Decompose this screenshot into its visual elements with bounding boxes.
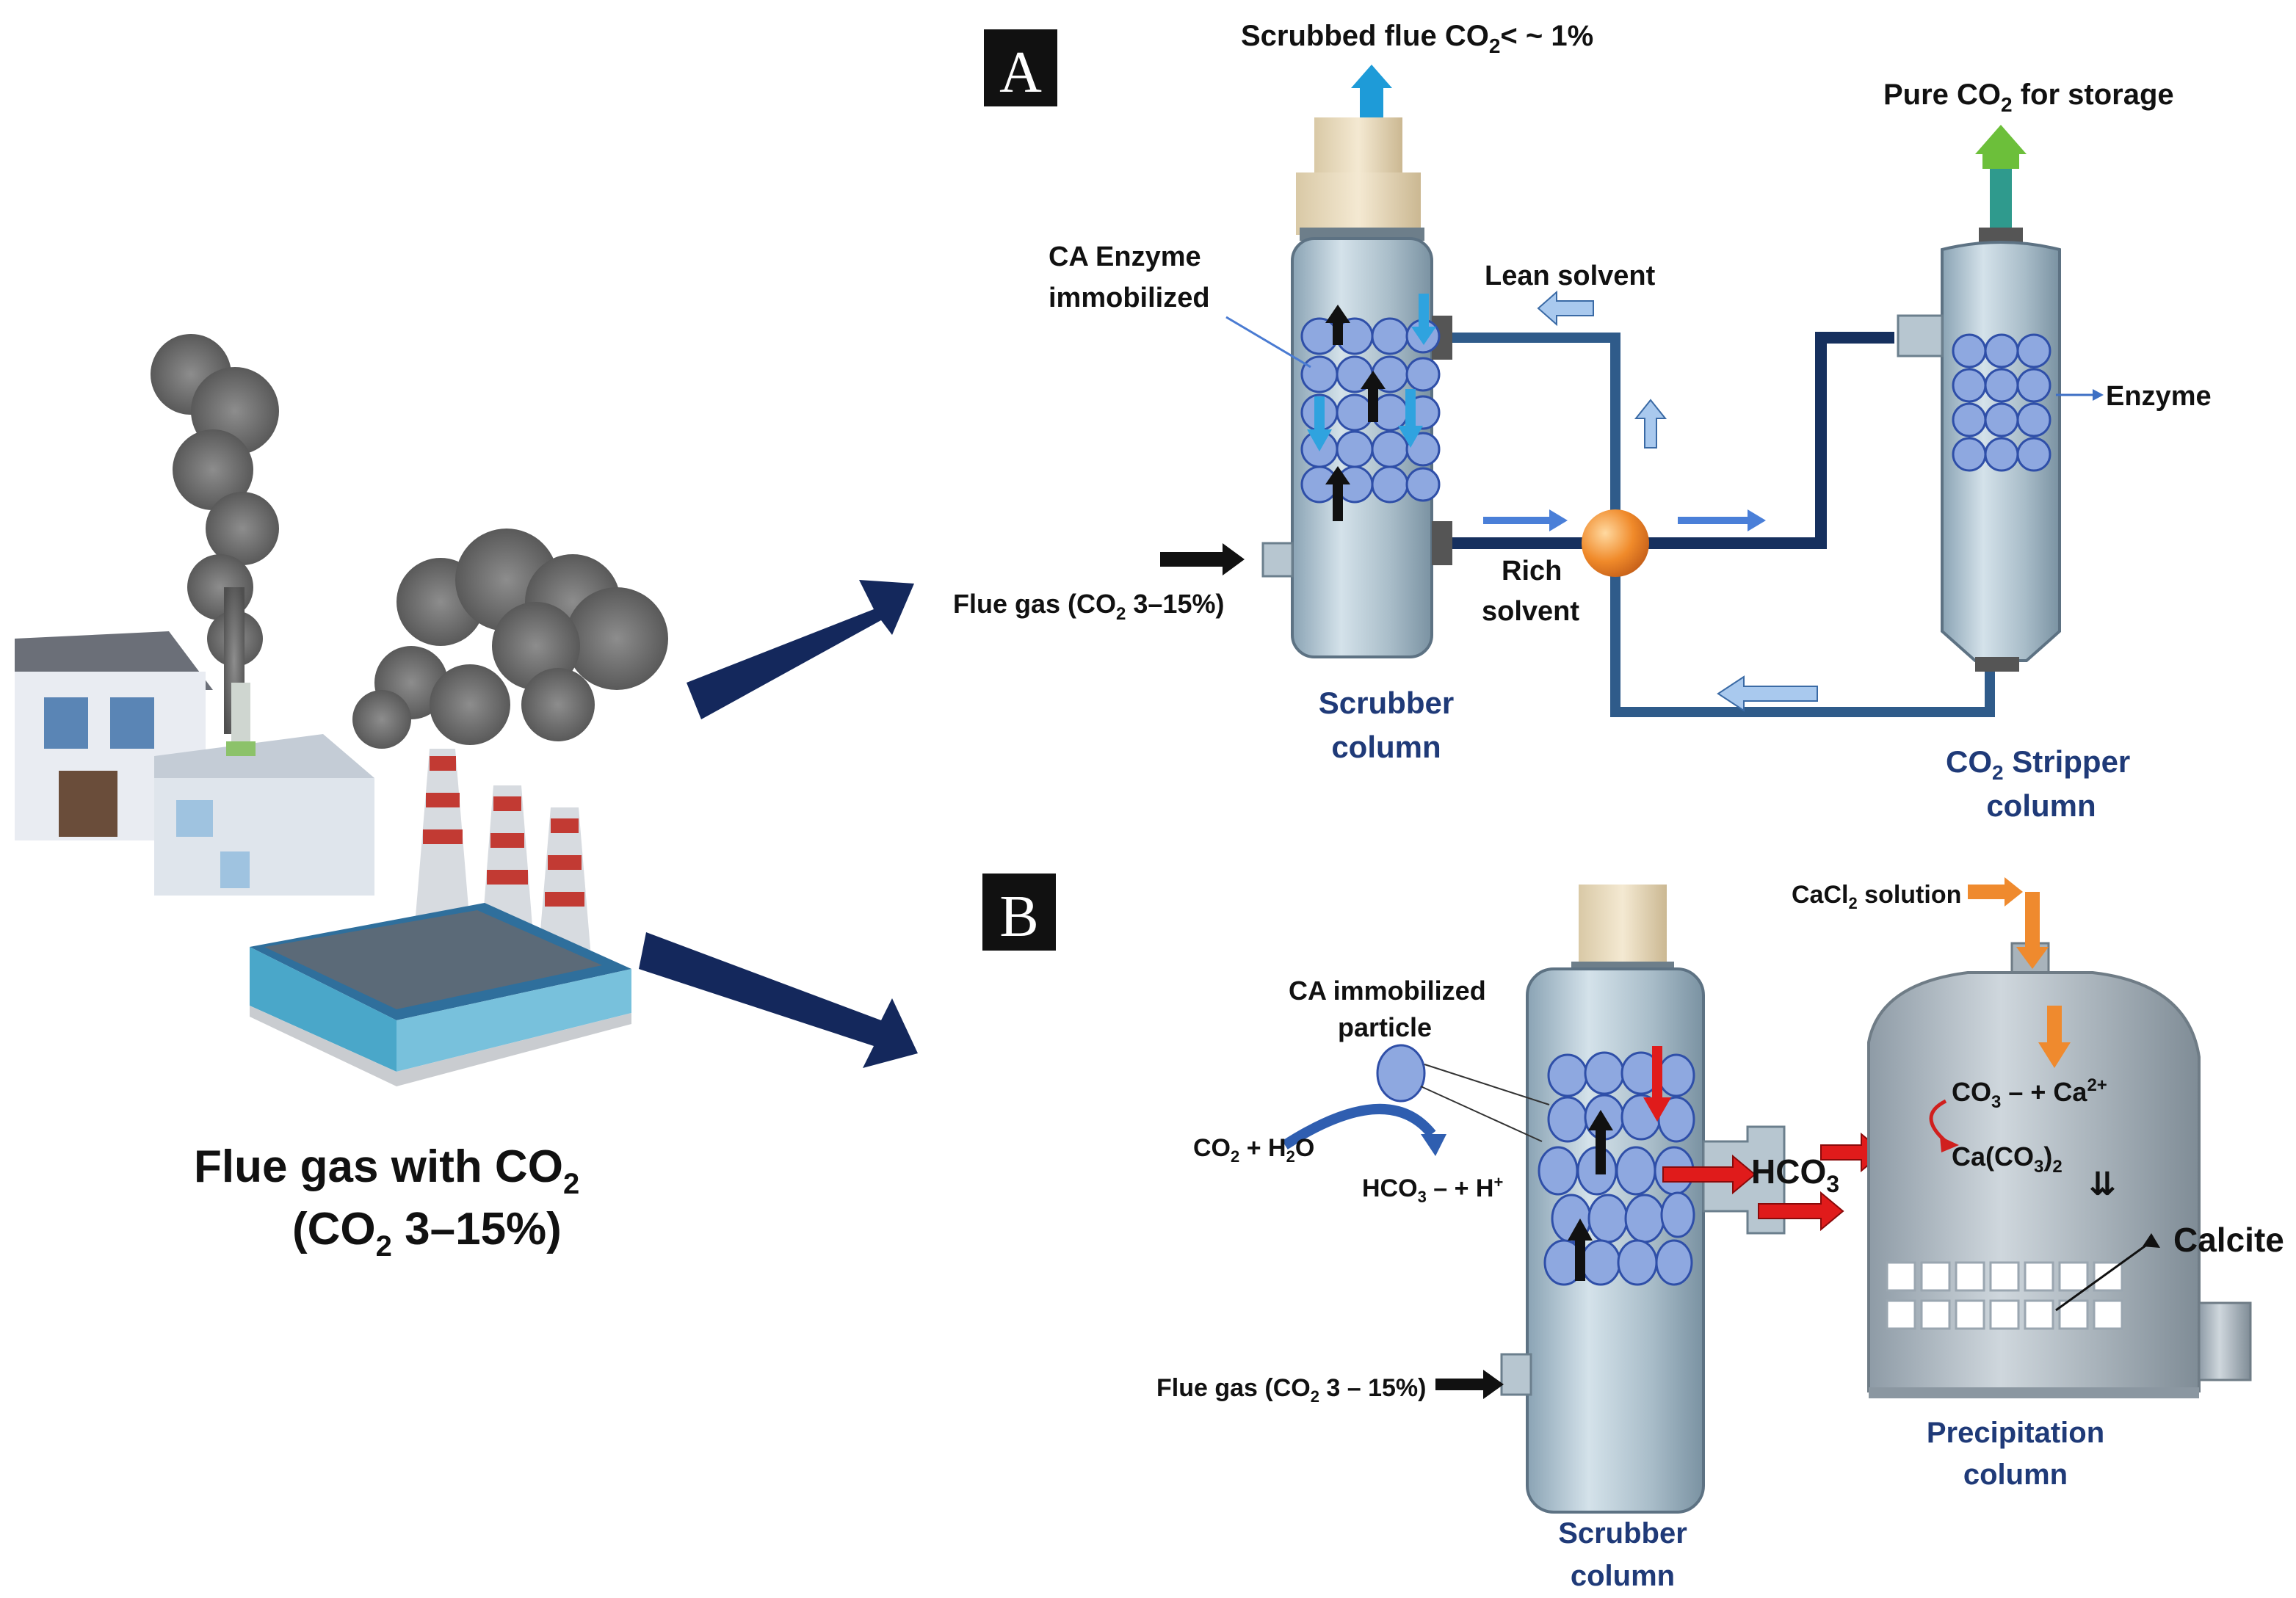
panel-b: B HCO3 CA immobilized pa	[982, 874, 2284, 1592]
flow-arrows-icon	[1307, 294, 1436, 521]
svg-text:CA immobilized: CA immobilized	[1289, 976, 1486, 1006]
arrow-to-panel-a-icon	[687, 580, 914, 719]
svg-text:column: column	[1571, 1560, 1675, 1592]
svg-text:⇊: ⇊	[2089, 1166, 2116, 1202]
svg-text:CA Enzyme: CA Enzyme	[1049, 241, 1201, 272]
svg-text:column: column	[1331, 730, 1441, 764]
svg-text:Scrubber: Scrubber	[1558, 1517, 1687, 1550]
pipe-flow-arrows-icon	[1537, 290, 1818, 712]
calcite-crystals-icon	[1886, 1261, 2123, 1330]
svg-text:Rich: Rich	[1502, 556, 1562, 586]
svg-text:CO2 + H2O: CO2 + H2O	[1193, 1134, 1314, 1166]
svg-text:particle: particle	[1338, 1012, 1432, 1042]
reaction-arrow-icon	[1929, 1099, 1947, 1143]
panel-b-label	[982, 874, 1056, 951]
arrow-to-panel-b-icon	[639, 932, 918, 1068]
cacl2-arrows-icon	[1968, 877, 2071, 1068]
rich-flow-arrows-icon	[1483, 509, 1766, 531]
svg-text:immobilized: immobilized	[1049, 283, 1210, 313]
svg-text:Scrubber: Scrubber	[1319, 686, 1454, 720]
svg-text:HCO3: HCO3	[1751, 1152, 1839, 1197]
svg-text:CO2 Stripper: CO2 Stripper	[1946, 744, 2130, 784]
left-title: Flue gas with CO2 (CO2 3–15%)	[194, 1141, 579, 1263]
flow-arrows-icon	[1568, 1046, 1671, 1281]
svg-text:column: column	[1963, 1459, 2068, 1491]
svg-text:Scrubbed flue CO2< ~ 1%: Scrubbed flue CO2< ~ 1%	[1241, 20, 1593, 57]
ca-particle-icon	[1376, 1044, 1426, 1103]
svg-text:Lean solvent: Lean solvent	[1485, 261, 1656, 291]
svg-text:Pure CO2 for storage: Pure CO2 for storage	[1883, 79, 2174, 116]
svg-text:Flue gas with CO2: Flue gas with CO2	[194, 1141, 579, 1200]
factory-illustration	[15, 334, 668, 1086]
svg-text:Precipitation: Precipitation	[1927, 1417, 2104, 1449]
svg-text:(CO2 3–15%): (CO2 3–15%)	[292, 1204, 562, 1263]
svg-text:column: column	[1986, 788, 2096, 823]
smoke-cloud-icon	[352, 529, 668, 749]
gas-out-arrow-icon	[1351, 65, 1392, 125]
smoke-cloud-icon	[151, 334, 279, 734]
svg-text:Flue gas (CO2 3–15%): Flue gas (CO2 3–15%)	[953, 589, 1224, 624]
svg-text:Calcite: Calcite	[2173, 1221, 2284, 1259]
svg-text:HCO3 – + H+: HCO3 – + H+	[1362, 1173, 1503, 1206]
svg-text:B: B	[999, 885, 1038, 949]
panel-a: A Scrubbed flue CO2< ~ 1%	[953, 20, 2212, 823]
pipes-a	[1452, 332, 1995, 717]
svg-text:Enzyme: Enzyme	[2106, 381, 2212, 412]
svg-text:solvent: solvent	[1482, 596, 1579, 627]
heat-exchanger-icon	[1582, 509, 1649, 577]
packing-beads-icon	[1952, 333, 2051, 472]
svg-text:Flue gas (CO2 3 – 15%): Flue gas (CO2 3 – 15%)	[1156, 1374, 1426, 1406]
svg-text:Ca(CO3)2: Ca(CO3)2	[1952, 1141, 2063, 1177]
svg-text:CaCl2 solution: CaCl2 solution	[1792, 881, 1961, 912]
reaction-arrow-icon	[1282, 1103, 1436, 1150]
svg-text:CO3 – + Ca2+: CO3 – + Ca2+	[1952, 1075, 2107, 1112]
svg-text:A: A	[999, 40, 1042, 105]
panel-a-label	[984, 29, 1057, 106]
